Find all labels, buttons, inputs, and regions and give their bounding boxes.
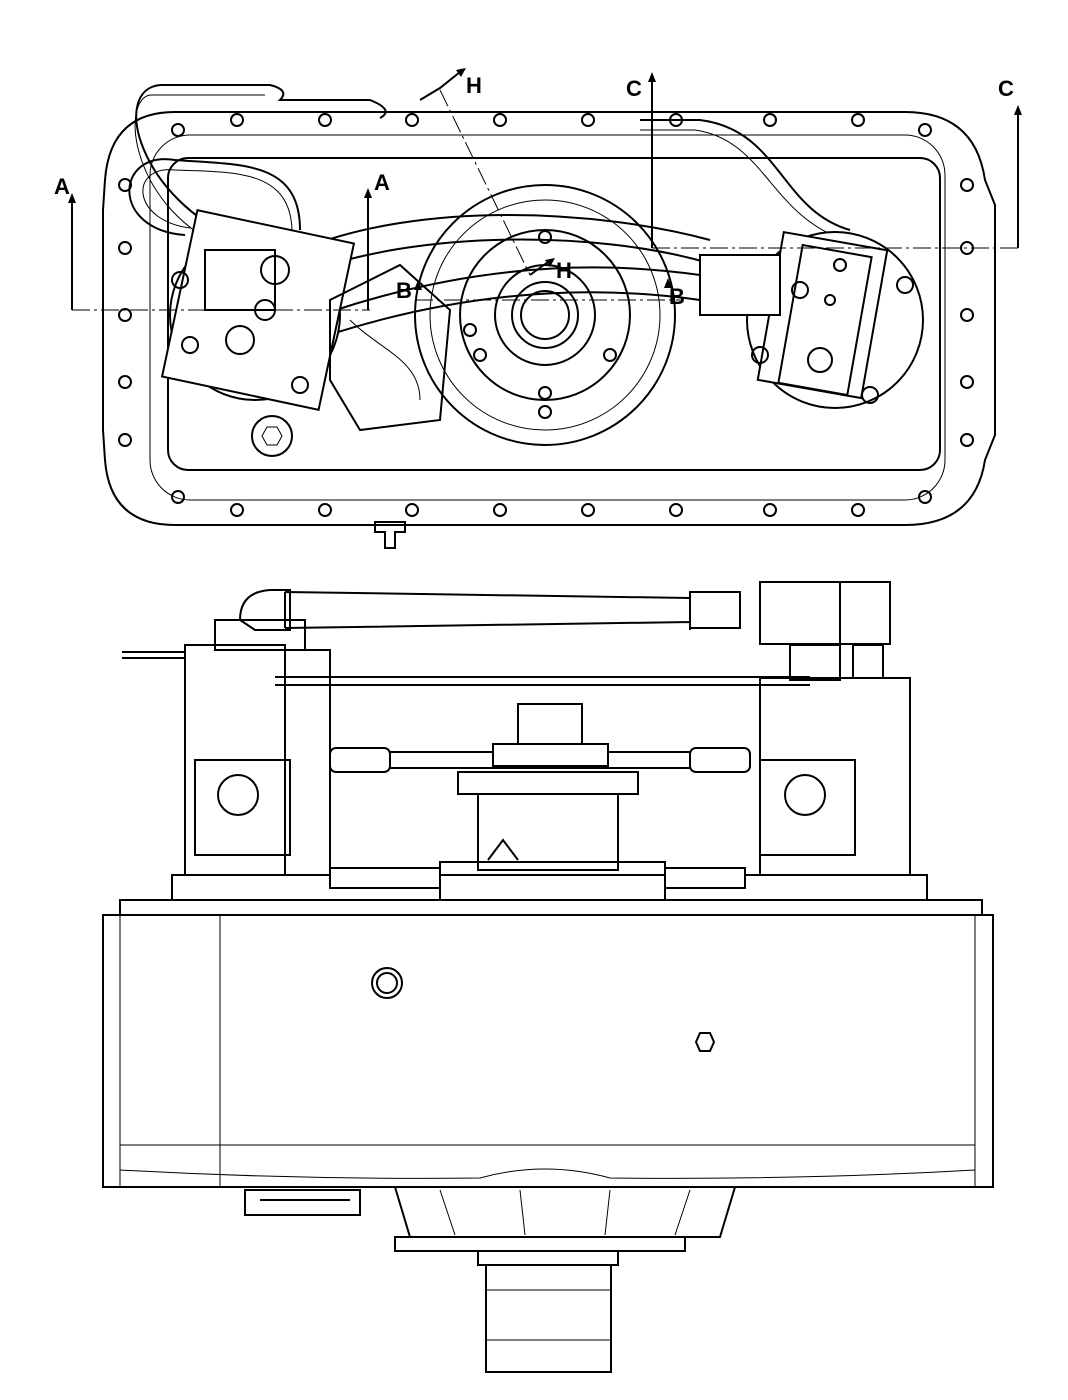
bolt — [581, 503, 595, 517]
hose-top-right — [640, 119, 851, 231]
bolt — [960, 178, 974, 192]
section-label-a-left: A — [54, 174, 70, 199]
bolt — [851, 503, 865, 517]
base-plate — [171, 874, 928, 901]
section-label-a-right: A — [374, 170, 390, 195]
section-label-c-left: C — [626, 76, 642, 101]
bolt — [918, 123, 932, 137]
bolt — [493, 503, 507, 517]
section-label-b-left: B — [396, 278, 412, 303]
housing-inner-wall — [149, 134, 946, 501]
drain-plug — [251, 415, 293, 457]
section-line-b — [414, 278, 680, 301]
bolt — [493, 113, 507, 127]
output-shaft — [485, 1264, 612, 1373]
center-drum — [414, 184, 676, 446]
center-gearbox — [457, 703, 639, 871]
valve-block — [759, 581, 841, 645]
bottom-fitting — [374, 521, 406, 549]
hex-plug — [694, 1032, 716, 1052]
housing-outline — [102, 111, 996, 526]
section-label-c-right: C — [998, 76, 1014, 101]
right-hydraulic-motor — [699, 230, 924, 409]
bolt — [171, 490, 185, 504]
bolt — [405, 113, 419, 127]
bolt — [581, 113, 595, 127]
top-pipe — [284, 591, 691, 630]
main-hose-upper — [299, 214, 711, 251]
bolt — [118, 375, 132, 389]
bolt — [763, 113, 777, 127]
bolt — [960, 375, 974, 389]
section-label-h-bottom: H — [556, 258, 572, 283]
bolt — [118, 433, 132, 447]
bolt — [230, 503, 244, 517]
left-support-column — [122, 619, 331, 876]
upper-cross-rod — [275, 676, 810, 686]
bottom-left-fittings — [244, 1189, 361, 1216]
bolt — [118, 308, 132, 322]
bolt — [118, 178, 132, 192]
left-hydraulic-motor — [160, 209, 356, 411]
section-label-b-right: B — [669, 284, 685, 309]
section-label-h-top: H — [466, 73, 482, 98]
hose-top-loop — [135, 84, 387, 241]
bolt — [171, 123, 185, 137]
bolt — [118, 241, 132, 255]
bolt — [669, 503, 683, 517]
perimeter-bolts — [118, 113, 974, 517]
section-line-h — [419, 68, 555, 276]
bolt — [230, 113, 244, 127]
bolt — [960, 308, 974, 322]
bolt — [918, 490, 932, 504]
bolt — [318, 503, 332, 517]
front-view — [102, 581, 994, 1373]
bolt — [763, 503, 777, 517]
fill-plug — [371, 967, 403, 999]
main-housing — [102, 914, 994, 1188]
output-hub — [393, 1186, 737, 1373]
section-line-a — [68, 188, 372, 311]
bolt — [318, 113, 332, 127]
section-line-c — [648, 72, 1022, 249]
hose-left-loop — [128, 158, 301, 236]
bolt — [960, 433, 974, 447]
brake-bracket — [329, 263, 452, 432]
top-view: A A B B C C H H — [54, 68, 1022, 549]
housing-inner-floor — [167, 157, 941, 471]
right-support-column — [759, 644, 911, 876]
bolt — [405, 503, 419, 517]
bolt — [851, 113, 865, 127]
